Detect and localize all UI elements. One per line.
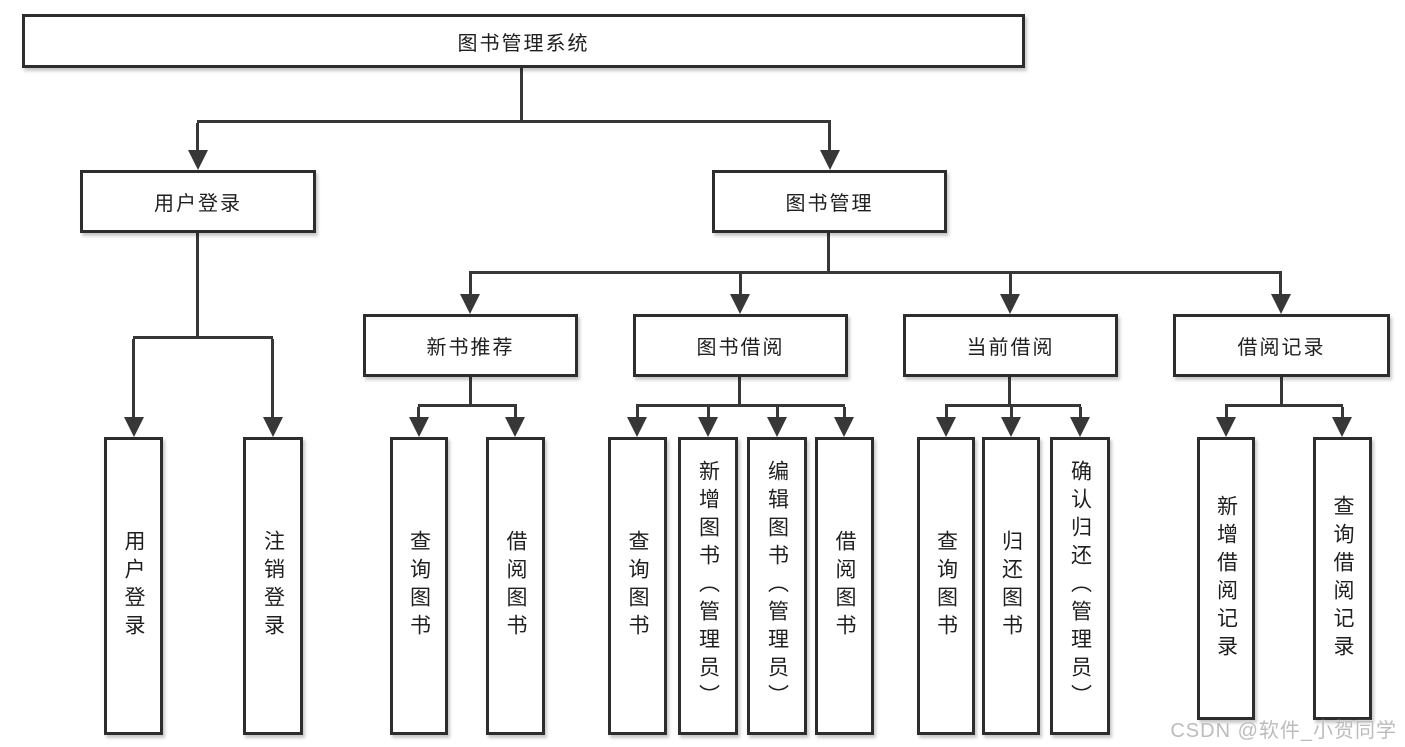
arrow-down-icon xyxy=(767,417,787,437)
connector-line xyxy=(1009,274,1012,298)
arrow-down-icon xyxy=(188,150,208,170)
arrow-down-icon xyxy=(834,417,854,437)
connector-line xyxy=(1280,377,1283,406)
connector-line xyxy=(1008,377,1011,406)
connector-line xyxy=(132,339,135,417)
leaf-borrow-borrow-books: 借阅图书 xyxy=(815,437,874,735)
arrow-down-icon xyxy=(698,417,718,437)
node-book-borrowing: 图书借阅 xyxy=(633,314,848,377)
arrow-down-icon xyxy=(1271,294,1291,314)
node-current-borrowing: 当前借阅 xyxy=(903,314,1118,377)
leaf-user-login: 用户登录 xyxy=(104,437,163,735)
connector-line xyxy=(827,233,830,274)
arrow-down-icon xyxy=(460,294,480,314)
node-library-management-system: 图书管理系统 xyxy=(22,14,1025,68)
leaf-borrow-add-books-admin: 新增图书（管理员） xyxy=(678,437,738,735)
connector-line xyxy=(418,404,517,407)
leaf-logout: 注销登录 xyxy=(243,437,303,735)
connector-line xyxy=(1279,274,1282,298)
connector-line xyxy=(945,404,1081,407)
leaf-current-query-books: 查询图书 xyxy=(917,437,975,735)
connector-line xyxy=(196,123,199,152)
arrow-down-icon xyxy=(936,417,956,437)
connector-line xyxy=(636,404,845,407)
connector-line xyxy=(514,407,517,419)
arrow-down-icon xyxy=(505,417,525,437)
watermark-csdn: CSDN @软件_小贺同学 xyxy=(1170,720,1397,742)
connector-line xyxy=(469,274,472,298)
connector-line xyxy=(196,233,199,336)
arrow-down-icon xyxy=(627,417,647,437)
node-user-login: 用户登录 xyxy=(80,170,316,233)
connector-line xyxy=(843,407,846,419)
leaf-newbook-borrow-books: 借阅图书 xyxy=(486,437,545,735)
connector-line xyxy=(271,339,274,417)
connector-line xyxy=(1225,404,1343,407)
leaf-borrow-query-books: 查询图书 xyxy=(608,437,667,735)
connector-line xyxy=(707,407,710,419)
connector-line xyxy=(520,68,523,120)
arrow-down-icon xyxy=(409,417,429,437)
arrow-down-icon xyxy=(1070,417,1090,437)
leaf-newbook-query-books: 查询图书 xyxy=(390,437,448,735)
connector-line xyxy=(739,274,742,298)
arrow-down-icon xyxy=(1332,417,1352,437)
connector-line xyxy=(197,120,831,123)
leaf-current-confirm-return-admin: 确认归还（管理员） xyxy=(1050,437,1110,735)
connector-line xyxy=(133,336,273,339)
arrow-down-icon xyxy=(820,150,840,170)
node-book-management: 图书管理 xyxy=(712,170,947,233)
leaf-current-return-books: 归还图书 xyxy=(982,437,1040,735)
connector-line xyxy=(738,377,741,406)
connector-line xyxy=(417,407,420,419)
node-borrowing-records: 借阅记录 xyxy=(1173,314,1390,377)
connector-line xyxy=(1079,407,1082,419)
connector-line xyxy=(945,407,948,419)
connector-line xyxy=(469,271,1282,274)
arrow-down-icon xyxy=(1216,417,1236,437)
leaf-record-query-borrow-record: 查询借阅记录 xyxy=(1313,437,1372,720)
arrow-down-icon xyxy=(1001,417,1021,437)
arrow-down-icon xyxy=(124,417,144,437)
connector-line xyxy=(469,377,472,406)
leaf-borrow-edit-books-admin: 编辑图书（管理员） xyxy=(747,437,807,735)
arrow-down-icon xyxy=(1000,294,1020,314)
leaf-record-add-borrow-record: 新增借阅记录 xyxy=(1197,437,1255,720)
connector-line xyxy=(776,407,779,419)
arrow-down-icon xyxy=(263,417,283,437)
connector-line xyxy=(1225,407,1228,419)
connector-line xyxy=(636,407,639,419)
arrow-down-icon xyxy=(730,294,750,314)
connector-line xyxy=(1010,407,1013,419)
connector-line xyxy=(828,123,831,152)
node-new-book-recommend: 新书推荐 xyxy=(363,314,578,377)
connector-line xyxy=(1341,407,1344,419)
